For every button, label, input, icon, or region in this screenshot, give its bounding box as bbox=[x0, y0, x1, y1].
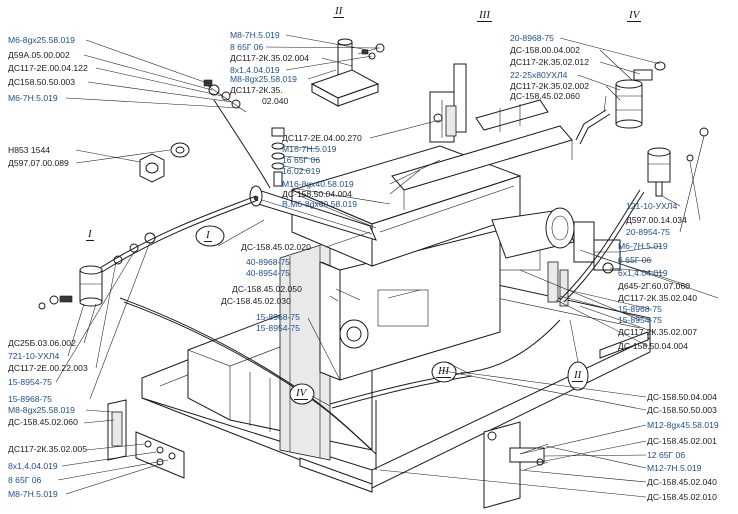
label-mr3: 20-8954-75 bbox=[626, 227, 670, 237]
label-cl4: ДС-158.45.02.050 bbox=[232, 284, 302, 294]
label-cm4: 16.02.019 bbox=[282, 166, 321, 176]
label-cm7: В.М6-8gх60.58.019 bbox=[282, 199, 358, 209]
label-mr12: ДС-158.50.04.004 bbox=[618, 341, 688, 351]
label-cl3: 40-8954-75 bbox=[246, 268, 290, 278]
label-cl1: ДС-158.45.02.020 bbox=[241, 242, 311, 252]
label-tr6: ДС-158.45.02.060 bbox=[510, 91, 580, 101]
label-mr11: ДС117-2К.35.02.007 bbox=[618, 327, 697, 337]
label-mr4: М6-7Н.5.019 bbox=[618, 241, 668, 251]
bolt-stack bbox=[271, 127, 285, 187]
detail-iv-filter bbox=[575, 61, 709, 145]
label-mr1: 121-10-УХЛ4 bbox=[626, 201, 678, 211]
label-bl6: М8-8gх25.58.019 bbox=[8, 405, 75, 415]
label-br4: ДС-158.45.02.001 bbox=[647, 436, 717, 446]
label-ml2: Д597.07.00.089 bbox=[8, 158, 69, 168]
section-label-i: I bbox=[86, 228, 94, 241]
label-bl2: 721-10-УХЛ4 bbox=[8, 351, 60, 361]
pipework bbox=[99, 99, 645, 470]
label-bl5: 15-8968-75 bbox=[8, 394, 52, 404]
label-cm2: М16-7Н.5.019 bbox=[282, 144, 337, 154]
detail-ii-parts bbox=[310, 38, 385, 107]
label-tc7: 02.040 bbox=[262, 96, 289, 106]
upper-frame bbox=[391, 63, 573, 210]
label-tc1: М8-7Н.5.019 bbox=[230, 30, 280, 40]
label-br1: ДС-158.50.04.004 bbox=[647, 392, 717, 402]
label-mr7: Д645-2Г.60.07.060 bbox=[618, 281, 691, 291]
leader-lines bbox=[55, 34, 719, 498]
section-label-ii: II bbox=[332, 5, 345, 18]
roller-drum bbox=[249, 185, 377, 241]
right-filter bbox=[647, 147, 694, 197]
label-br3: М12-8gх45.58.019 bbox=[647, 420, 719, 430]
label-tl5: М6-7Н.5.019 bbox=[8, 93, 58, 103]
label-mr2: Д597.00.14.034 bbox=[626, 215, 687, 225]
detail-i-filter bbox=[38, 232, 156, 310]
label-br8: ДС-158.45.02.010 bbox=[647, 492, 717, 502]
label-br7: ДС-158.45.02.040 bbox=[647, 477, 717, 487]
label-cl6: 15-8968-75 bbox=[256, 312, 300, 322]
label-cm3: 16 65Г 06 bbox=[282, 155, 321, 165]
section-label-iv: IV bbox=[626, 9, 642, 22]
label-mr8: ДС117-2К.35.02.040 bbox=[618, 293, 697, 303]
label-tr2: ДС-158.00.04.002 bbox=[510, 45, 580, 55]
label-tc3: ДС117-2К.35.02.004 bbox=[230, 53, 309, 63]
label-mr9: 15-8968-75 bbox=[618, 304, 662, 314]
label-bl11: М8-7Н.5.019 bbox=[8, 489, 58, 499]
label-tl1: М6-8gх25.58.019 bbox=[8, 35, 75, 45]
label-mr5: 6 65Г 06 bbox=[618, 255, 652, 265]
label-bl10: 8 65Г 06 bbox=[8, 475, 42, 485]
callout-ii: II bbox=[571, 369, 584, 382]
label-mr10: 15-8954-75 bbox=[618, 315, 662, 325]
callout-circles bbox=[195, 225, 589, 405]
label-bl8: ДС117-2К.35.02.005 bbox=[8, 444, 87, 454]
label-tc4: 8х1,4.04.019 bbox=[230, 65, 280, 75]
label-bl1: ДС25Б.03.06.002 bbox=[8, 338, 76, 348]
label-cm5: М16-8gх40.58.019 bbox=[282, 179, 354, 189]
label-cl2: 40-8968-75 bbox=[246, 257, 290, 267]
label-tr3: ДС117-2К.35.02.012 bbox=[510, 57, 589, 67]
label-tl4: ДС158.50.50.003 bbox=[8, 77, 75, 87]
section-label-iii: III bbox=[477, 9, 492, 22]
label-bl9: 8х1,4.04.019 bbox=[8, 461, 58, 471]
label-ml1: Н853 1544 bbox=[8, 145, 51, 155]
label-tr5: ДС117-2К.35.02.002 bbox=[510, 81, 589, 91]
label-cm6: ДС-158.50.04.004 bbox=[282, 189, 352, 199]
label-tc6: ДС117-2К.35. bbox=[230, 85, 283, 95]
label-tl2: Д59А.05.00.002 bbox=[8, 50, 70, 60]
callout-iv: IV bbox=[293, 387, 309, 400]
label-bl3: ДС117-2Е.00.22.003 bbox=[8, 363, 88, 373]
label-bl4: 15-8954-75 bbox=[8, 377, 52, 387]
label-tc2: 8 65Г 06 bbox=[230, 42, 264, 52]
callout-iii: III bbox=[436, 365, 451, 378]
label-bl7: ДС-158.45.02.060 bbox=[8, 417, 78, 427]
nut-detail bbox=[139, 142, 190, 183]
label-tr4: 22-25х80УХЛ4 bbox=[510, 70, 568, 80]
label-br6: М12-7Н.5.019 bbox=[647, 463, 702, 473]
label-tl3: ДС117-2Е.00.04.122 bbox=[8, 63, 88, 73]
label-br5: 12 65Г 06 bbox=[647, 450, 686, 460]
label-br2: ДС-158.50.50.003 bbox=[647, 405, 717, 415]
label-cl5: ДС-158.45.02.030 bbox=[221, 296, 291, 306]
label-tr1: 20-8968-75 bbox=[510, 33, 554, 43]
label-cm1: ДС117-2Е.04.00.270 bbox=[282, 133, 362, 143]
label-tc5: М8-8gх25.58.019 bbox=[230, 74, 297, 84]
detail-iv-bracket bbox=[107, 399, 185, 479]
detail-iii-bracket bbox=[483, 421, 549, 509]
callout-i: I bbox=[204, 229, 212, 242]
label-cl7: 15-8954-75 bbox=[256, 323, 300, 333]
label-mr6: 6х1,4.04.019 bbox=[618, 268, 668, 278]
